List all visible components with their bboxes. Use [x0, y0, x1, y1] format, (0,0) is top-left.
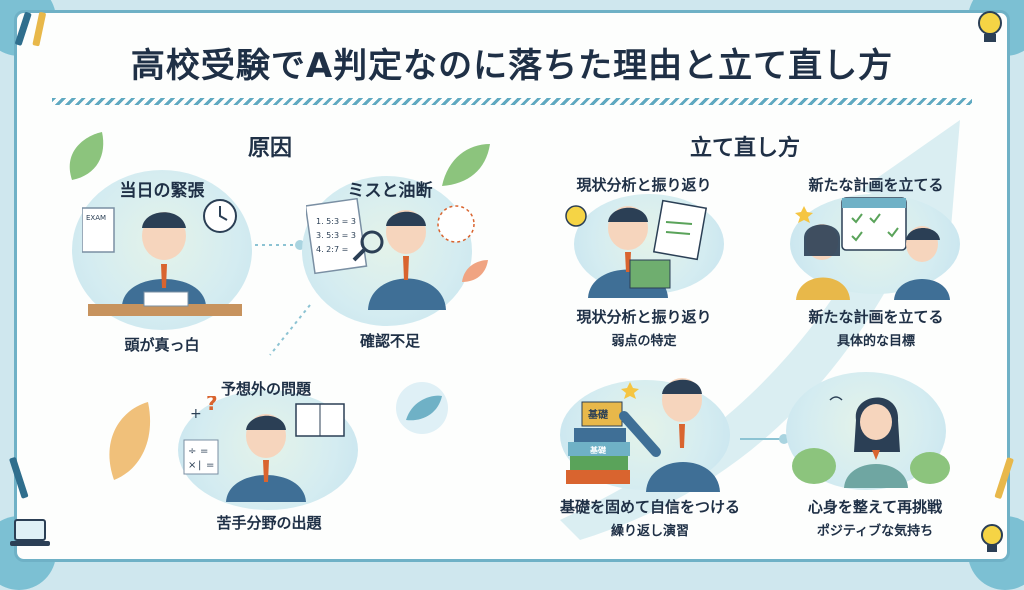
recovery-caption-2: 具体的な目標 [836, 334, 915, 349]
title-divider [52, 98, 972, 105]
recovery-caption-4: ポジティブな気持ち [816, 524, 934, 539]
math-symbol-1: + [190, 406, 202, 422]
math-symbol-6: = [206, 460, 214, 471]
recovery-caption-1: 弱点の特定 [611, 334, 677, 349]
leaf-icon [442, 144, 490, 186]
student-calm-illustration [792, 396, 950, 488]
student-tense-illustration: EXAM [82, 199, 242, 316]
arrow-icon [560, 120, 960, 540]
lightbulb-icon [978, 11, 1002, 42]
recovery-card-title-2: 新たな計画を立てる [808, 176, 944, 194]
math-line-1: 1. 5:3 = 3 [316, 217, 356, 226]
leaf-icon [396, 382, 448, 434]
math-symbol-2: ÷ [188, 446, 196, 457]
laptop-icon [10, 519, 50, 546]
leaf-icon [69, 132, 104, 180]
students-planning-illustration [795, 197, 950, 300]
recovery-caption-title-4: 心身を整えて再挑戦 [807, 498, 943, 516]
exam-sheet-text: EXAM [86, 214, 106, 222]
cause-card-caption-3: 苦手分野の出題 [216, 514, 322, 532]
book-label-top: 基礎 [587, 408, 609, 421]
recovery-caption-title-2: 新たな計画を立てる [808, 308, 944, 326]
connector-right [740, 434, 789, 444]
math-symbol-3: = [200, 446, 208, 457]
student-analysis-illustration [565, 199, 708, 298]
leaf-icon [109, 402, 151, 480]
student-books-illustration: 基礎 基礎 [566, 378, 720, 492]
svg-text:?: ? [206, 396, 218, 415]
recovery-caption-title-1: 現状分析と振り返り [576, 308, 712, 326]
leaf-icon [462, 260, 488, 282]
cause-card-title-2: ミスと油断 [347, 181, 433, 201]
math-symbol-5: | [198, 460, 201, 471]
student-mistake-illustration: 1. 5:3 = 3 3. 5:3 = 3 4. 2:7 = [306, 198, 475, 310]
cause-card-caption-2: 確認不足 [359, 332, 420, 350]
math-symbol-4: × [188, 460, 196, 471]
section-header-causes: 原因 [247, 136, 292, 161]
pencil-icon [994, 457, 1014, 499]
pencil-icon [15, 12, 46, 47]
cause-card-title-3: 予想外の問題 [220, 380, 311, 398]
cause-card-title-1: 当日の緊張 [119, 181, 205, 201]
recovery-caption-title-3: 基礎を固めて自信をつける [559, 498, 740, 516]
section-header-recovery: 立て直し方 [689, 136, 800, 161]
math-line-3: 4. 2:7 = [316, 245, 348, 254]
student-confused-illustration: + ? ÷ = × | = [183, 396, 345, 502]
book-label-lower: 基礎 [589, 445, 607, 455]
math-line-2: 3. 5:3 = 3 [316, 231, 356, 240]
pen-icon [9, 457, 29, 499]
page-title: 高校受験でA判定なのに落ちた理由と立て直し方 [130, 46, 894, 86]
recovery-caption-3: 繰り返し演習 [610, 524, 689, 539]
recovery-card-title-1: 現状分析と振り返り [576, 176, 712, 194]
lightbulb-icon [981, 524, 1003, 552]
cause-card-caption-1: 頭が真っ白 [124, 336, 200, 354]
